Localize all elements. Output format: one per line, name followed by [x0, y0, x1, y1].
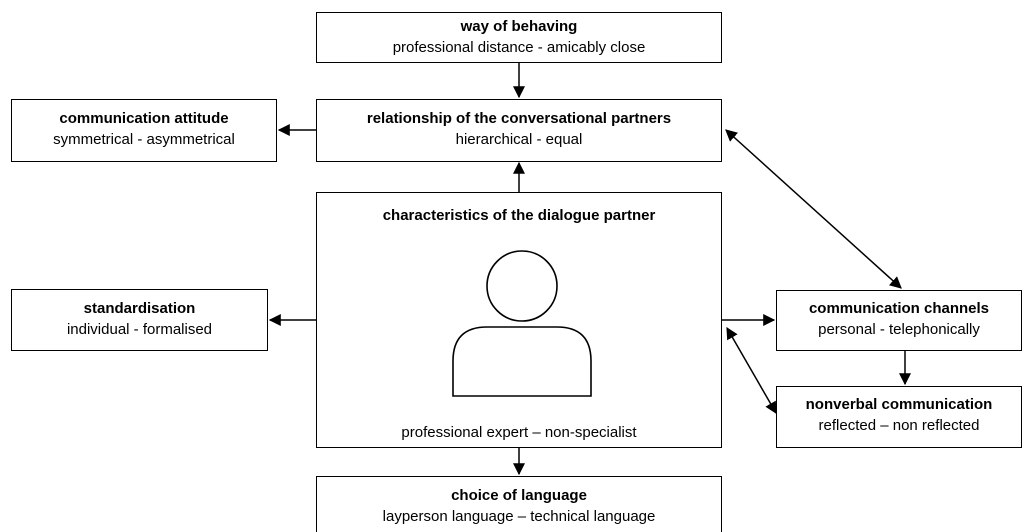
node-choice-of-language: choice of language layperson language – …: [316, 476, 722, 532]
node-title: nonverbal communication: [805, 396, 993, 413]
arrow-relationship-channels-bidirectional: [725, 129, 902, 289]
node-subtitle: hierarchical - equal: [455, 131, 583, 148]
person-icon: [452, 250, 592, 397]
node-subtitle: professional expert – non-specialist: [401, 424, 637, 441]
node-way-of-behaving: way of behaving professional distance - …: [316, 12, 722, 63]
arrow-partner-nonverbal-bidirectional: [726, 326, 777, 415]
node-standardisation: standardisation individual - formalised: [11, 289, 268, 351]
node-title: choice of language: [451, 487, 587, 504]
node-dialogue-partner: characteristics of the dialogue partner …: [316, 192, 722, 448]
node-title: communication attitude: [59, 110, 229, 127]
node-relationship: relationship of the conversational partn…: [316, 99, 722, 162]
node-subtitle: personal - telephonically: [818, 321, 980, 338]
node-title: relationship of the conversational partn…: [366, 110, 672, 127]
node-subtitle: symmetrical - asymmetrical: [53, 131, 235, 148]
node-title: standardisation: [83, 300, 196, 317]
node-title: communication channels: [808, 300, 990, 317]
node-communication-channels: communication channels personal - teleph…: [776, 290, 1022, 351]
node-title: characteristics of the dialogue partner: [382, 207, 656, 224]
node-communication-attitude: communication attitude symmetrical - asy…: [11, 99, 277, 162]
node-nonverbal-communication: nonverbal communication reflected – non …: [776, 386, 1022, 448]
node-subtitle: professional distance - amicably close: [392, 39, 646, 56]
node-subtitle: individual - formalised: [66, 321, 213, 338]
node-subtitle: reflected – non reflected: [818, 417, 980, 434]
node-title: way of behaving: [460, 18, 578, 35]
node-subtitle: layperson language – technical language: [382, 508, 656, 525]
